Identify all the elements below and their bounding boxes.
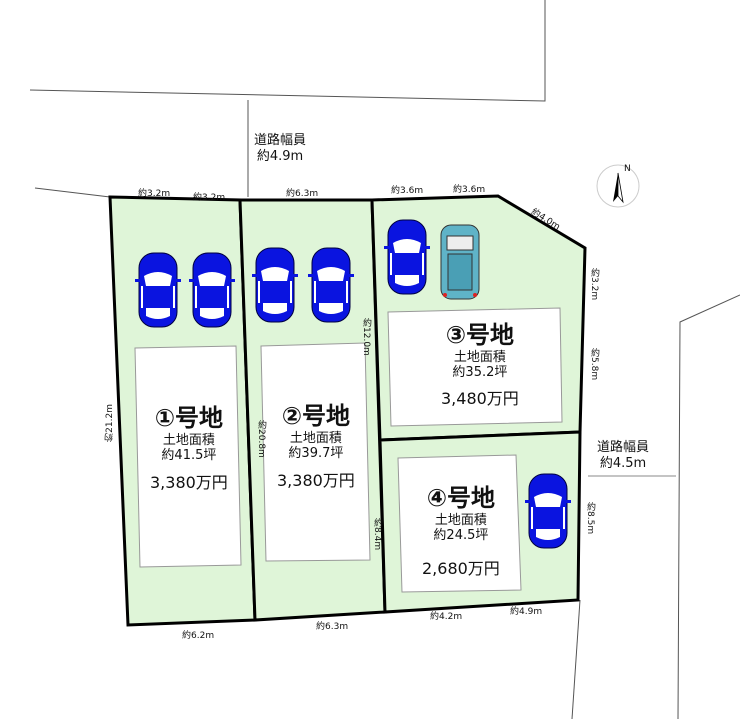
building-areas — [134, 307, 563, 593]
car-icon — [251, 247, 299, 323]
area-label: 土地面積 — [434, 513, 487, 528]
area-label: 土地面積 — [453, 350, 506, 365]
price: 2,680万円 — [422, 559, 500, 578]
road-label: 道路幅員 — [597, 440, 650, 455]
dim-label: 約8.5m — [585, 502, 595, 535]
cars — [134, 219, 572, 549]
dim-label: 約20.8m — [256, 420, 266, 458]
price: 3,380万円 — [277, 471, 355, 490]
lot-name: ①号地 — [154, 404, 224, 432]
car-icon — [134, 252, 182, 328]
area-value: 約24.5坪 — [433, 528, 489, 543]
dim-label: 約3.6m — [391, 186, 424, 196]
dim-label: 約3.6m — [453, 185, 486, 195]
area-value: 約35.2坪 — [452, 365, 508, 380]
dim-label: 約3.2m — [193, 193, 226, 203]
area-value: 約39.7坪 — [288, 446, 344, 461]
area-label: 土地面積 — [289, 431, 342, 446]
dim-label: 約3.2m — [138, 189, 171, 199]
dim-label: 約4.9m — [510, 607, 543, 617]
lot-2-label: ②号地 土地面積 約39.7坪 3,380万円 — [277, 396, 355, 491]
north-road-label: 道路幅員 約4.9m — [254, 133, 306, 165]
lot-name: ②号地 — [281, 402, 351, 430]
price: 3,480万円 — [441, 389, 519, 408]
dim-label: 約6.2m — [182, 631, 215, 641]
east-road-label: 道路幅員 約4.5m — [597, 440, 649, 472]
lot-3-label: ③号地 土地面積 約35.2坪 3,480万円 — [441, 315, 519, 409]
car-icon — [524, 473, 572, 549]
dim-label: 約4.2m — [430, 612, 463, 622]
area-value: 約41.5坪 — [161, 448, 217, 463]
dim-label: 約5.8m — [589, 348, 599, 381]
road-label: 道路幅員 — [254, 133, 307, 148]
car-icon — [188, 252, 236, 328]
lot-name: ③号地 — [445, 321, 515, 349]
compass-north-label: N — [624, 164, 631, 174]
lot-1-label: ①号地 土地面積 約41.5坪 3,380万円 — [150, 398, 228, 493]
dim-label: 約6.3m — [286, 189, 319, 199]
road-lines — [29, 0, 740, 719]
dim-label: 約3.2m — [589, 268, 599, 301]
car-icon — [307, 247, 355, 323]
lot-4-label: ④号地 土地面積 約24.5坪 2,680万円 — [422, 478, 500, 579]
area-label: 土地面積 — [162, 433, 215, 448]
dim-label: 約8.4m — [372, 518, 382, 551]
road-width: 約4.9m — [256, 149, 304, 164]
dim-label: 約21.2m — [105, 404, 115, 442]
road-width: 約4.5m — [599, 456, 647, 471]
dim-label: 約12.0m — [361, 318, 371, 356]
lot-name: ④号地 — [426, 484, 496, 512]
dim-label: 約6.3m — [316, 622, 349, 632]
compass — [596, 164, 640, 208]
car-icon — [383, 219, 431, 295]
car-teal-icon — [440, 224, 480, 300]
price: 3,380万円 — [150, 473, 228, 492]
